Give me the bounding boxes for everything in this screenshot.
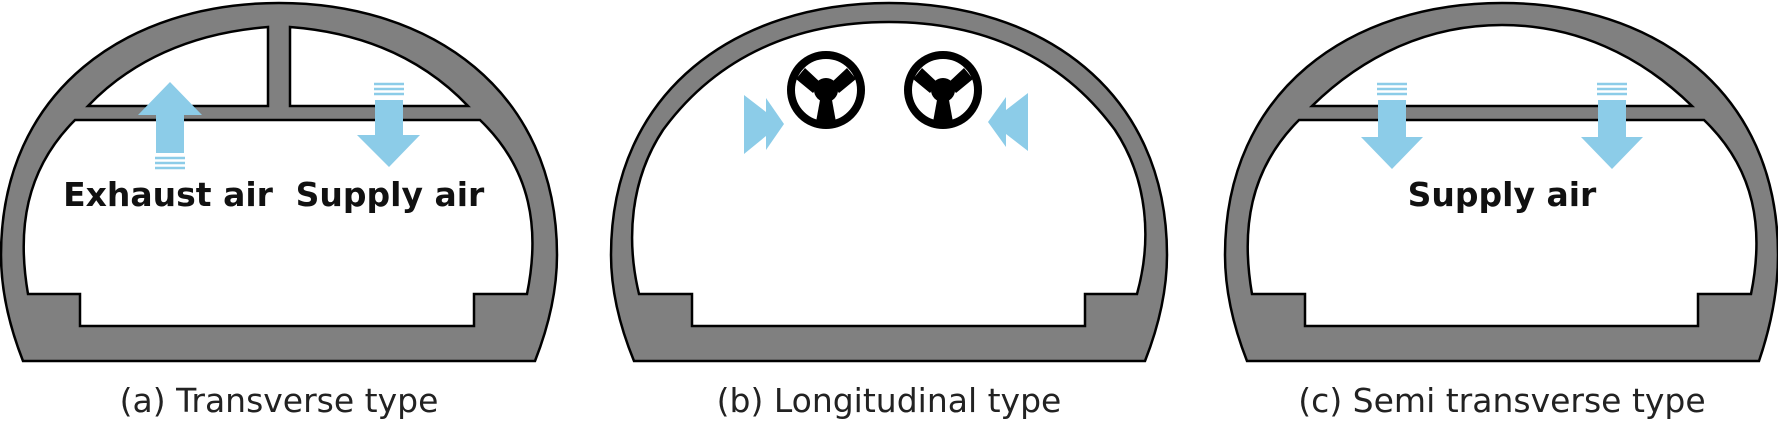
supply-arrow-icon (1361, 82, 1423, 169)
panel-transverse: Exhaust air Supply air (a) Transverse ty… (0, 1, 559, 420)
caption-transverse: (a) Transverse type (120, 381, 439, 420)
supply-air-label: Supply air (1408, 175, 1597, 214)
jet-fan-icon (787, 51, 865, 129)
exhaust-arrow-icon (138, 82, 202, 170)
caption-semi-transverse: (c) Semi transverse type (1298, 381, 1705, 420)
airflow-arrow-icon (744, 95, 784, 154)
supply-air-label: Supply air (296, 175, 485, 214)
exhaust-air-label: Exhaust air (63, 175, 274, 214)
supply-arrow-icon (357, 82, 420, 167)
tunnel-shell-semi-transverse (1223, 1, 1778, 363)
panel-longitudinal: (b) Longitudinal type (609, 1, 1169, 420)
caption-longitudinal: (b) Longitudinal type (717, 381, 1062, 420)
jet-fan-icon (904, 51, 982, 129)
airflow-arrow-icon (988, 93, 1028, 151)
tunnel-shell-transverse (0, 1, 559, 363)
tunnel-shell-longitudinal (609, 1, 1169, 363)
panel-semi-transverse: Supply air (c) Semi transverse type (1223, 1, 1778, 420)
supply-arrow-icon (1581, 82, 1643, 169)
